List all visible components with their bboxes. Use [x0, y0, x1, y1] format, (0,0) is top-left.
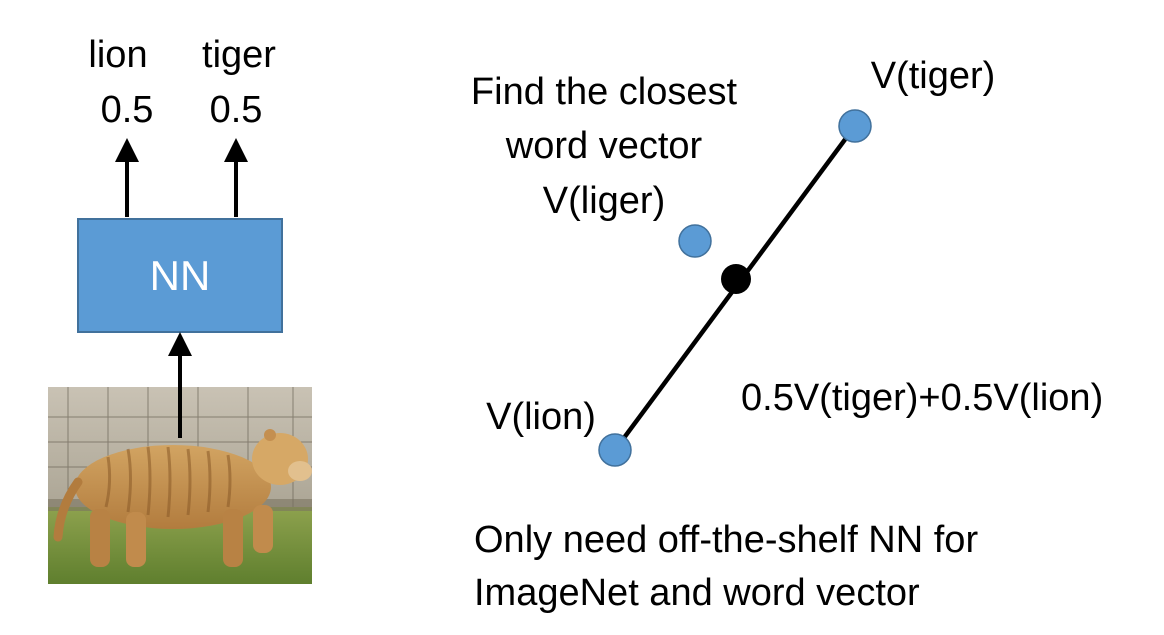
- instruction-line-1: Find the closest: [470, 71, 738, 113]
- instruction-line-2: word vector: [505, 125, 703, 167]
- output-prob-tiger: 0.5: [209, 89, 263, 131]
- tiger-vector-point: [838, 109, 872, 143]
- output-label-lion: lion: [88, 34, 148, 76]
- output-label-tiger: tiger: [202, 34, 276, 76]
- neural-network-label: NN: [149, 251, 211, 299]
- tiger-label: V(tiger): [870, 55, 996, 97]
- output-prob-lion: 0.5: [100, 89, 154, 131]
- lion-label: V(lion): [486, 396, 596, 438]
- liger-label: V(liger): [542, 180, 666, 222]
- lion-vector-point: [598, 433, 632, 467]
- neural-network-box: NN: [77, 218, 283, 333]
- midpoint-point: [721, 264, 751, 294]
- liger-vector-point: [678, 224, 712, 258]
- footer-line-1: Only need off-the-shelf NN for: [474, 519, 979, 561]
- footer-line-2: ImageNet and word vector: [474, 572, 920, 614]
- midpoint-label: 0.5V(tiger)+0.5V(lion): [741, 377, 1104, 419]
